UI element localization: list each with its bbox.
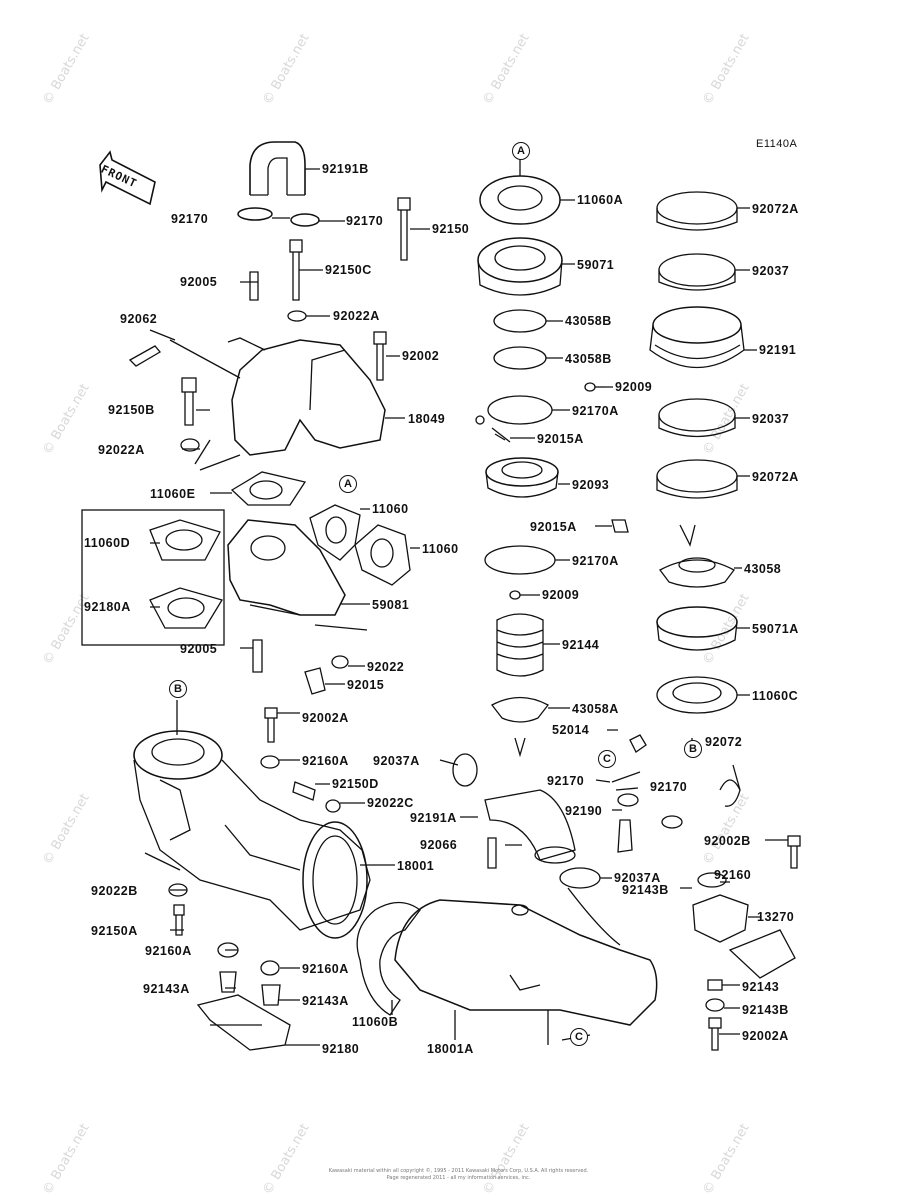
part-label: 92170A (572, 404, 619, 418)
part-label: 92037A (373, 754, 420, 768)
part-label: 92191 (759, 343, 797, 357)
part-label: 92022A (333, 309, 380, 323)
part-label: 92072A (752, 470, 799, 484)
part-label: 43058B (565, 352, 612, 366)
part-label: 92143B (622, 883, 669, 897)
part-label: 92150C (325, 263, 372, 277)
part-label: 92009 (542, 588, 580, 602)
part-label: 92015 (347, 678, 385, 692)
part-label: 92150B (108, 403, 155, 417)
part-label: 92002A (302, 711, 349, 725)
part-label: 92066 (420, 838, 458, 852)
part-label: 92037 (752, 412, 790, 426)
part-label: 92150 (432, 222, 470, 236)
part-label: 92144 (562, 638, 600, 652)
part-label: 59071A (752, 622, 799, 636)
part-label: 18001 (397, 859, 435, 873)
part-label: 11060 (422, 542, 459, 556)
part-label: 92170 (650, 780, 688, 794)
part-label: 11060 (372, 502, 409, 516)
part-label: 11060A (577, 193, 624, 207)
part-label: 43058B (565, 314, 612, 328)
ref-circle-b: B (169, 680, 187, 698)
part-label: 11060C (752, 689, 799, 703)
part-label: 11060D (84, 536, 131, 550)
part-label: 92143A (302, 994, 349, 1008)
ref-circle-a: A (339, 475, 357, 493)
part-label: 92009 (615, 380, 653, 394)
part-label: 92022A (98, 443, 145, 457)
part-label: 92170 (547, 774, 585, 788)
part-label: 92072A (752, 202, 799, 216)
part-label: 92190 (565, 804, 603, 818)
part-label: 92002 (402, 349, 440, 363)
part-label: 92093 (572, 478, 610, 492)
part-label: 43058 (744, 562, 782, 576)
part-label: 92160A (302, 754, 349, 768)
part-label: 18049 (408, 412, 446, 426)
part-label: 92143 (742, 980, 780, 994)
part-label: 92191A (410, 811, 457, 825)
part-label: 59071 (577, 258, 615, 272)
part-label: 43058A (572, 702, 619, 716)
part-label: 92072 (705, 735, 743, 749)
part-label: 92005 (180, 642, 218, 656)
part-label: 92150A (91, 924, 138, 938)
part-label: 92037 (752, 264, 790, 278)
part-label: 92022B (91, 884, 138, 898)
part-label: 92143A (143, 982, 190, 996)
part-label: 92160A (302, 962, 349, 976)
ref-circle-a: A (512, 142, 530, 160)
part-label: 59081 (372, 598, 410, 612)
part-label: 92170 (171, 212, 209, 226)
part-label: 92002B (704, 834, 751, 848)
part-label: 11060E (150, 487, 196, 501)
part-label: 92180A (84, 600, 131, 614)
part-label: 92062 (120, 312, 158, 326)
diagram-code: E1140A (756, 138, 798, 150)
part-label: 92191B (322, 162, 369, 176)
part-label: 92150D (332, 777, 379, 791)
part-label: 92037A (614, 871, 661, 885)
part-label: 92180 (322, 1042, 360, 1056)
copyright-line: Kawasaki material within all copyright ©… (328, 1168, 589, 1174)
front-arrow-icon (99, 150, 156, 206)
ref-circle-c: C (598, 750, 616, 768)
ref-circle-b: B (684, 740, 702, 758)
part-label: 92160A (145, 944, 192, 958)
part-label: 92002A (742, 1029, 789, 1043)
part-label: 13270 (757, 910, 795, 924)
part-label: 18001A (427, 1042, 474, 1056)
part-label: 92160 (714, 868, 752, 882)
part-label: 92170 (346, 214, 384, 228)
part-label: 92005 (180, 275, 218, 289)
copyright-line: Page regenerated 2011 - all my informati… (386, 1175, 531, 1181)
ref-circle-c: C (570, 1028, 588, 1046)
part-label: 11060B (352, 1015, 399, 1029)
part-label: 92015A (530, 520, 577, 534)
part-label: 92170A (572, 554, 619, 568)
part-label: 92015A (537, 432, 584, 446)
part-label: 52014 (552, 723, 590, 737)
part-label: 92143B (742, 1003, 789, 1017)
part-label: 92022 (367, 660, 405, 674)
part-label: 92022C (367, 796, 414, 810)
